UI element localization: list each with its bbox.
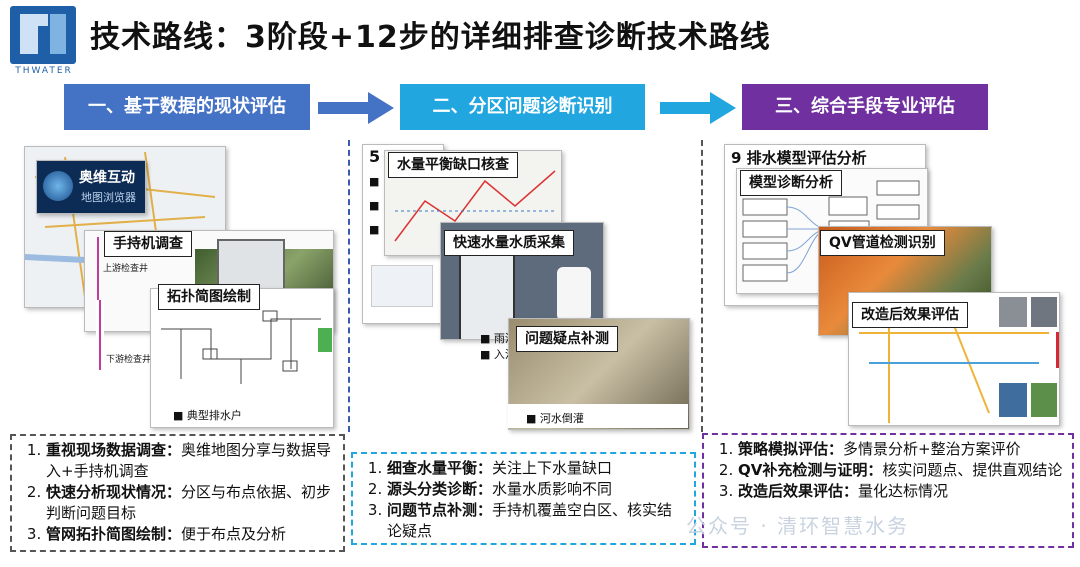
summary-3-item: QV补充检测与证明：核实问题点、提供直观结论 [738, 460, 1064, 481]
page-title: 技术路线：3阶段+12步的详细排查诊断技术路线 [90, 20, 771, 55]
summary-1-item: 快速分析现状情况：分区与布点依据、初步判断问题目标 [46, 482, 335, 524]
summary-1-item: 重视现场数据调查：奥维地图分享与数据导入+手持机调查 [46, 440, 335, 482]
tag-fast: 快速水量水质采集 [444, 230, 574, 256]
summary-2-item: 问题节点补测：手持机覆盖空白区、核实结论疑点 [387, 500, 686, 542]
tag-sketch: 拓扑简图绘制 [158, 284, 260, 310]
downstream-label: 下游检查井 [106, 355, 152, 365]
tag-handheld: 手持机调查 [104, 231, 192, 257]
upstream-label: 上游检查井 [103, 264, 149, 274]
bullet-reverse: ■ 河水倒灌 [526, 412, 584, 425]
phase-1-header: 一、基于数据的现状评估 [64, 84, 310, 130]
phase-3-header: 三、综合手段专业评估 [742, 84, 988, 130]
summary-2-item: 细查水量平衡：关注上下水量缺口 [387, 458, 686, 479]
tag-effect: 改造后效果评估 [852, 302, 968, 328]
column-separator [701, 140, 703, 432]
summary-box-2: 细查水量平衡：关注上下水量缺口 源头分类诊断：水量水质影响不同 问题节点补测：手… [351, 452, 696, 545]
summary-1-item: 管网拓扑简图绘制：便于布点及分析 [46, 524, 335, 545]
sketch-screenshot: ■ 典型排水户 [150, 288, 334, 428]
summary-3-item: 改造后效果评估：量化达标情况 [738, 481, 1064, 502]
summary-3-item: 策略模拟评估：多情景分析+整治方案评价 [738, 439, 1064, 460]
meter-icon [459, 253, 515, 339]
summary-2-item: 源头分类诊断：水量水质影响不同 [387, 479, 686, 500]
phase-2-header: 二、分区问题诊断识别 [400, 84, 645, 130]
arrow-right-icon [318, 92, 394, 124]
app-badge: 奥维互动 地图浏览器 [36, 160, 146, 214]
tag-problem: 问题疑点补测 [516, 326, 618, 352]
app-subtitle: 地图浏览器 [81, 191, 136, 204]
tag-qv: QV管道检测识别 [820, 230, 945, 256]
column-separator [348, 140, 350, 432]
tag-balance: 水量平衡缺口核查 [388, 152, 518, 178]
summary-box-3: 策略模拟评估：多情景分析+整治方案评价 QV补充检测与证明：核实问题点、提供直观… [702, 433, 1074, 548]
bottle-icon [557, 267, 591, 321]
watermark: 公众号 · 清环智慧水务 [686, 514, 910, 538]
logo-text: THWATER [15, 66, 73, 76]
summary-box-1: 重视现场数据调查：奥维地图分享与数据导入+手持机调查 快速分析现状情况：分区与布… [10, 434, 345, 552]
globe-icon [43, 171, 73, 201]
topology-sketch [161, 310, 321, 384]
bullet-typical: ■ 典型排水户 [173, 409, 242, 422]
step-number: 5 [369, 147, 381, 166]
arrow-right-icon [660, 92, 736, 124]
app-name: 奥维互动 [79, 170, 135, 186]
model-card-title: 9 排水模型评估分析 [731, 149, 867, 167]
company-logo [10, 6, 76, 64]
tag-model: 模型诊断分析 [740, 170, 842, 196]
